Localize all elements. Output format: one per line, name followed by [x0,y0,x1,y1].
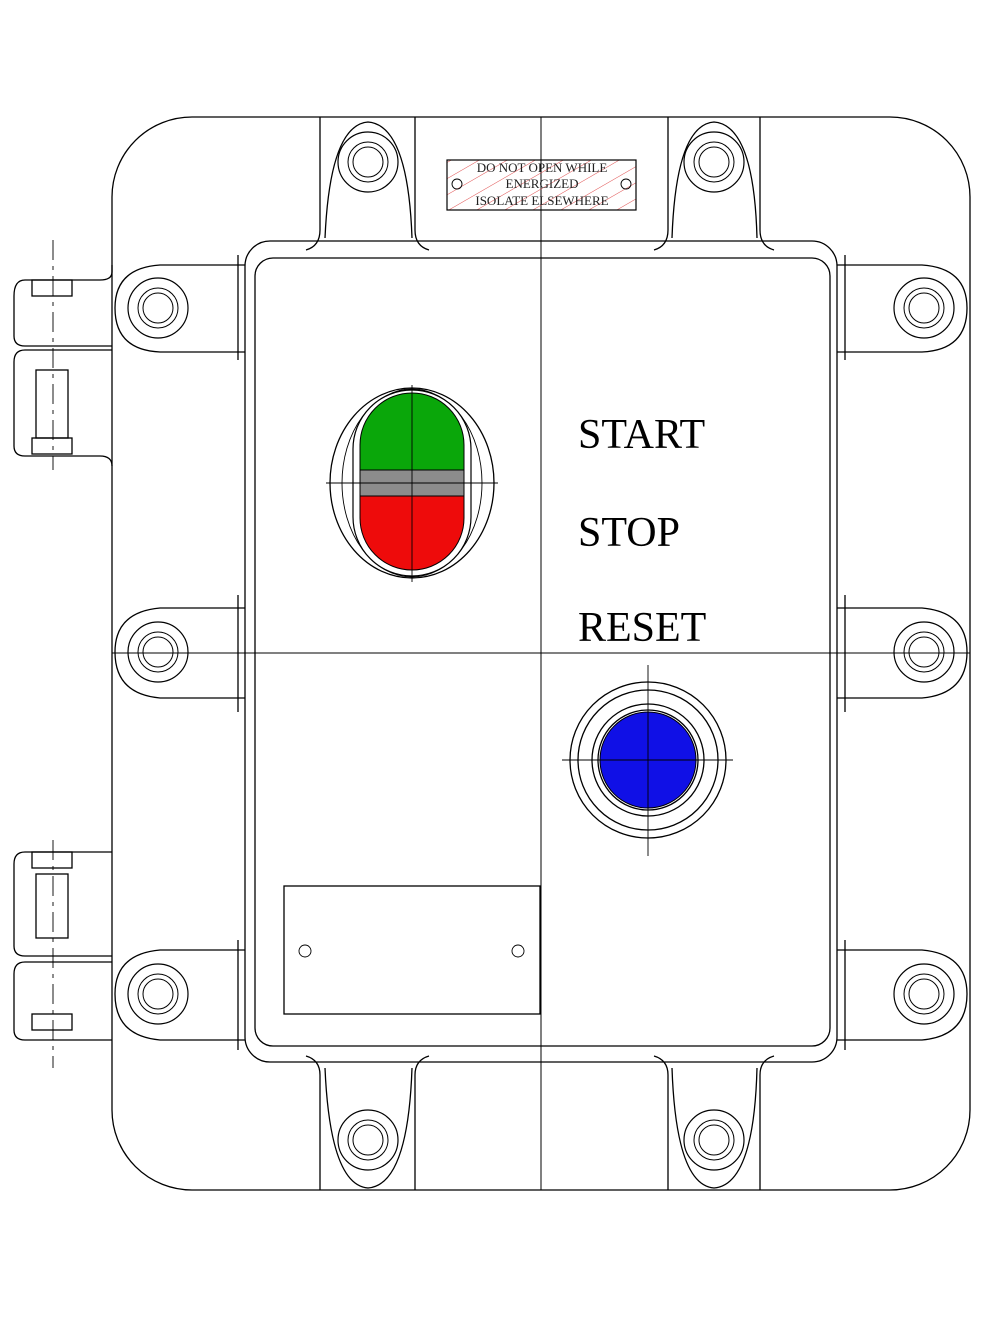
reset-pushbutton[interactable] [562,665,733,856]
bolt [127,277,189,339]
bolt [127,621,189,683]
center-lines [112,117,970,1190]
bolt [893,621,955,683]
bolt [683,131,745,193]
reset-label: RESET [578,605,706,651]
bolt [893,963,955,1025]
warning-line-1: DO NOT OPEN WHILE [477,160,608,175]
bolt [893,277,955,339]
start-label: START [578,412,705,458]
top-mounting-lugs [305,117,775,251]
stop-label: STOP [578,510,680,556]
bottom-mounting-lugs [305,1055,775,1190]
warning-nameplate: DO NOT OPEN WHILE ENERGIZED ISOLATE ELSE… [446,159,637,211]
bolt [337,1109,399,1171]
upper-hinge [13,240,113,470]
warning-line-3: ISOLATE ELSEWHERE [475,193,608,208]
bolt [127,963,189,1025]
warning-line-2: ENERGIZED [506,176,579,191]
bolt [683,1109,745,1171]
cover-bolts [127,131,955,1171]
start-stop-pushbutton[interactable] [326,385,498,582]
lower-hinge [13,840,112,1068]
blank-nameplate [283,885,541,1015]
bolt [337,131,399,193]
